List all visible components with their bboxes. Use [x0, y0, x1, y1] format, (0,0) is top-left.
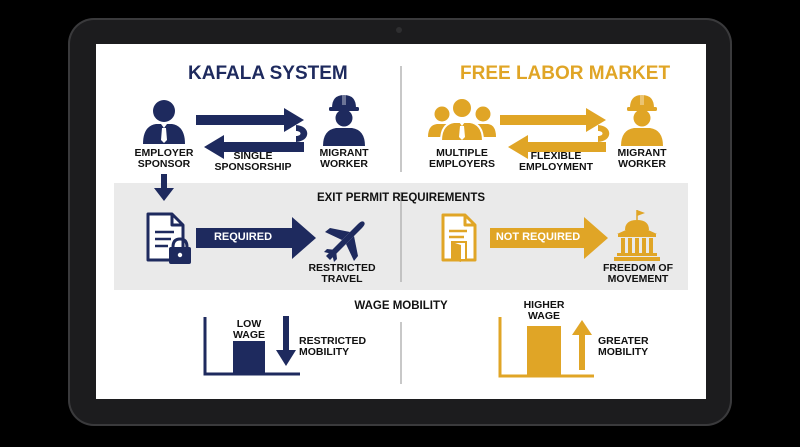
airplane-icon [324, 221, 365, 262]
required-label: REQUIRED [213, 231, 273, 243]
hardhat-worker-icon [621, 93, 663, 146]
higher-wage-bar [527, 326, 561, 376]
exit-permit-heading: EXIT PERMIT REQUIREMENTS [316, 192, 486, 204]
document-with-open-door-icon [441, 213, 477, 262]
low-wage-bar [233, 341, 265, 374]
not-required-arrow-icon [490, 217, 608, 259]
required-arrow-icon [196, 217, 316, 259]
higher-wage-chart [498, 317, 594, 378]
up-arrow-icon [572, 320, 592, 335]
flexible-employment-arrows-icon [500, 108, 610, 159]
diagram-graphics [143, 66, 663, 384]
businessman-icon [143, 100, 185, 144]
down-arrow-icon [154, 174, 174, 201]
camera-dot [396, 27, 402, 33]
hardhat-worker-icon [323, 93, 365, 146]
infographic-screen: KAFALA SYSTEM FREE LABOR MARKET EMPLOYER… [96, 44, 706, 399]
single-sponsorship-arrows-icon [196, 108, 308, 159]
not-required-label: NOT REQUIRED [495, 231, 581, 243]
down-arrow-icon [276, 350, 296, 366]
government-building-icon [614, 210, 660, 261]
group-of-businessmen-icon [428, 97, 496, 142]
wage-mobility-heading: WAGE MOBILITY [354, 300, 448, 312]
free-labor-market-title: FREE LABOR MARKET [460, 63, 671, 84]
kafala-system-title: KAFALA SYSTEM [188, 63, 348, 84]
low-wage-chart [203, 316, 300, 376]
locked-document-icon [146, 212, 191, 264]
